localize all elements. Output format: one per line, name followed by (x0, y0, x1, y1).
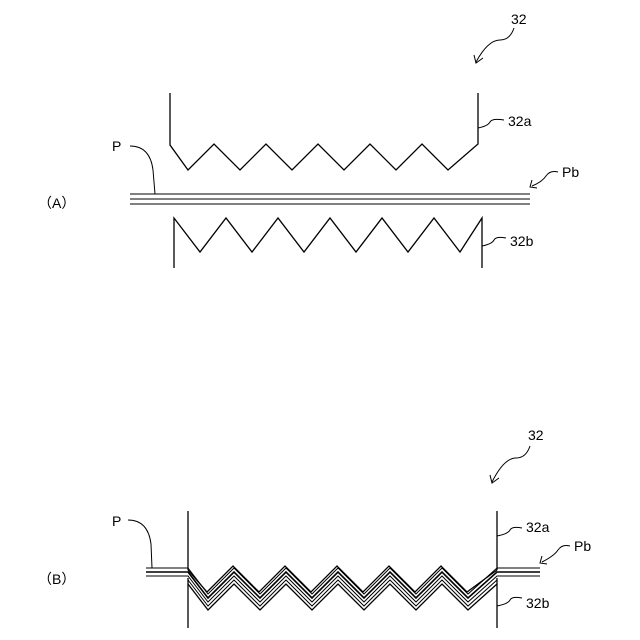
figure-b-leader-32b (497, 597, 522, 606)
figure-b: （B） 32 P 32a Pb 32b (38, 427, 591, 628)
figure-b-sheet-stack (146, 568, 540, 606)
figure-a-ref-p: P (112, 138, 121, 154)
figure-b-arrow-pb (542, 546, 570, 563)
figure-a-ref-32b: 32b (510, 233, 534, 249)
figure-a-ref-32a: 32a (508, 113, 532, 129)
figure-a-lower-die (174, 218, 482, 268)
figure-a-upper-die (170, 93, 478, 170)
figure-b-ref-pb: Pb (574, 538, 591, 554)
figure-b-lower-die (188, 584, 497, 610)
figure-a-ref-pb: Pb (562, 164, 579, 180)
figure-a-label: （A） (38, 195, 75, 211)
figure-a-leader-p (130, 146, 155, 194)
figure-b-label: （B） (38, 571, 75, 587)
figure-a-arrow-pb (532, 172, 558, 187)
figure-b-arrow-32-head (490, 475, 499, 483)
figure-b-leader-p (128, 520, 152, 568)
figure-b-ref-32: 32 (528, 427, 544, 443)
figure-b-ref-32b: 32b (526, 595, 550, 611)
figure-b-ref-p: P (112, 513, 121, 529)
figure-a-sheet-stack (130, 194, 530, 204)
figure-a: （A） 32 32a P Pb 32b (38, 11, 579, 268)
figure-a-arrow-32 (476, 28, 514, 62)
figure-b-leader-32a (497, 527, 522, 536)
figure-a-leader-32a (478, 119, 504, 128)
figure-b-ref-32a: 32a (526, 519, 550, 535)
figure-a-arrow-32-head (474, 55, 483, 63)
figure-a-leader-32b (482, 237, 506, 246)
figure-a-ref-32: 32 (511, 11, 527, 27)
figure-b-arrow-32 (492, 446, 530, 482)
